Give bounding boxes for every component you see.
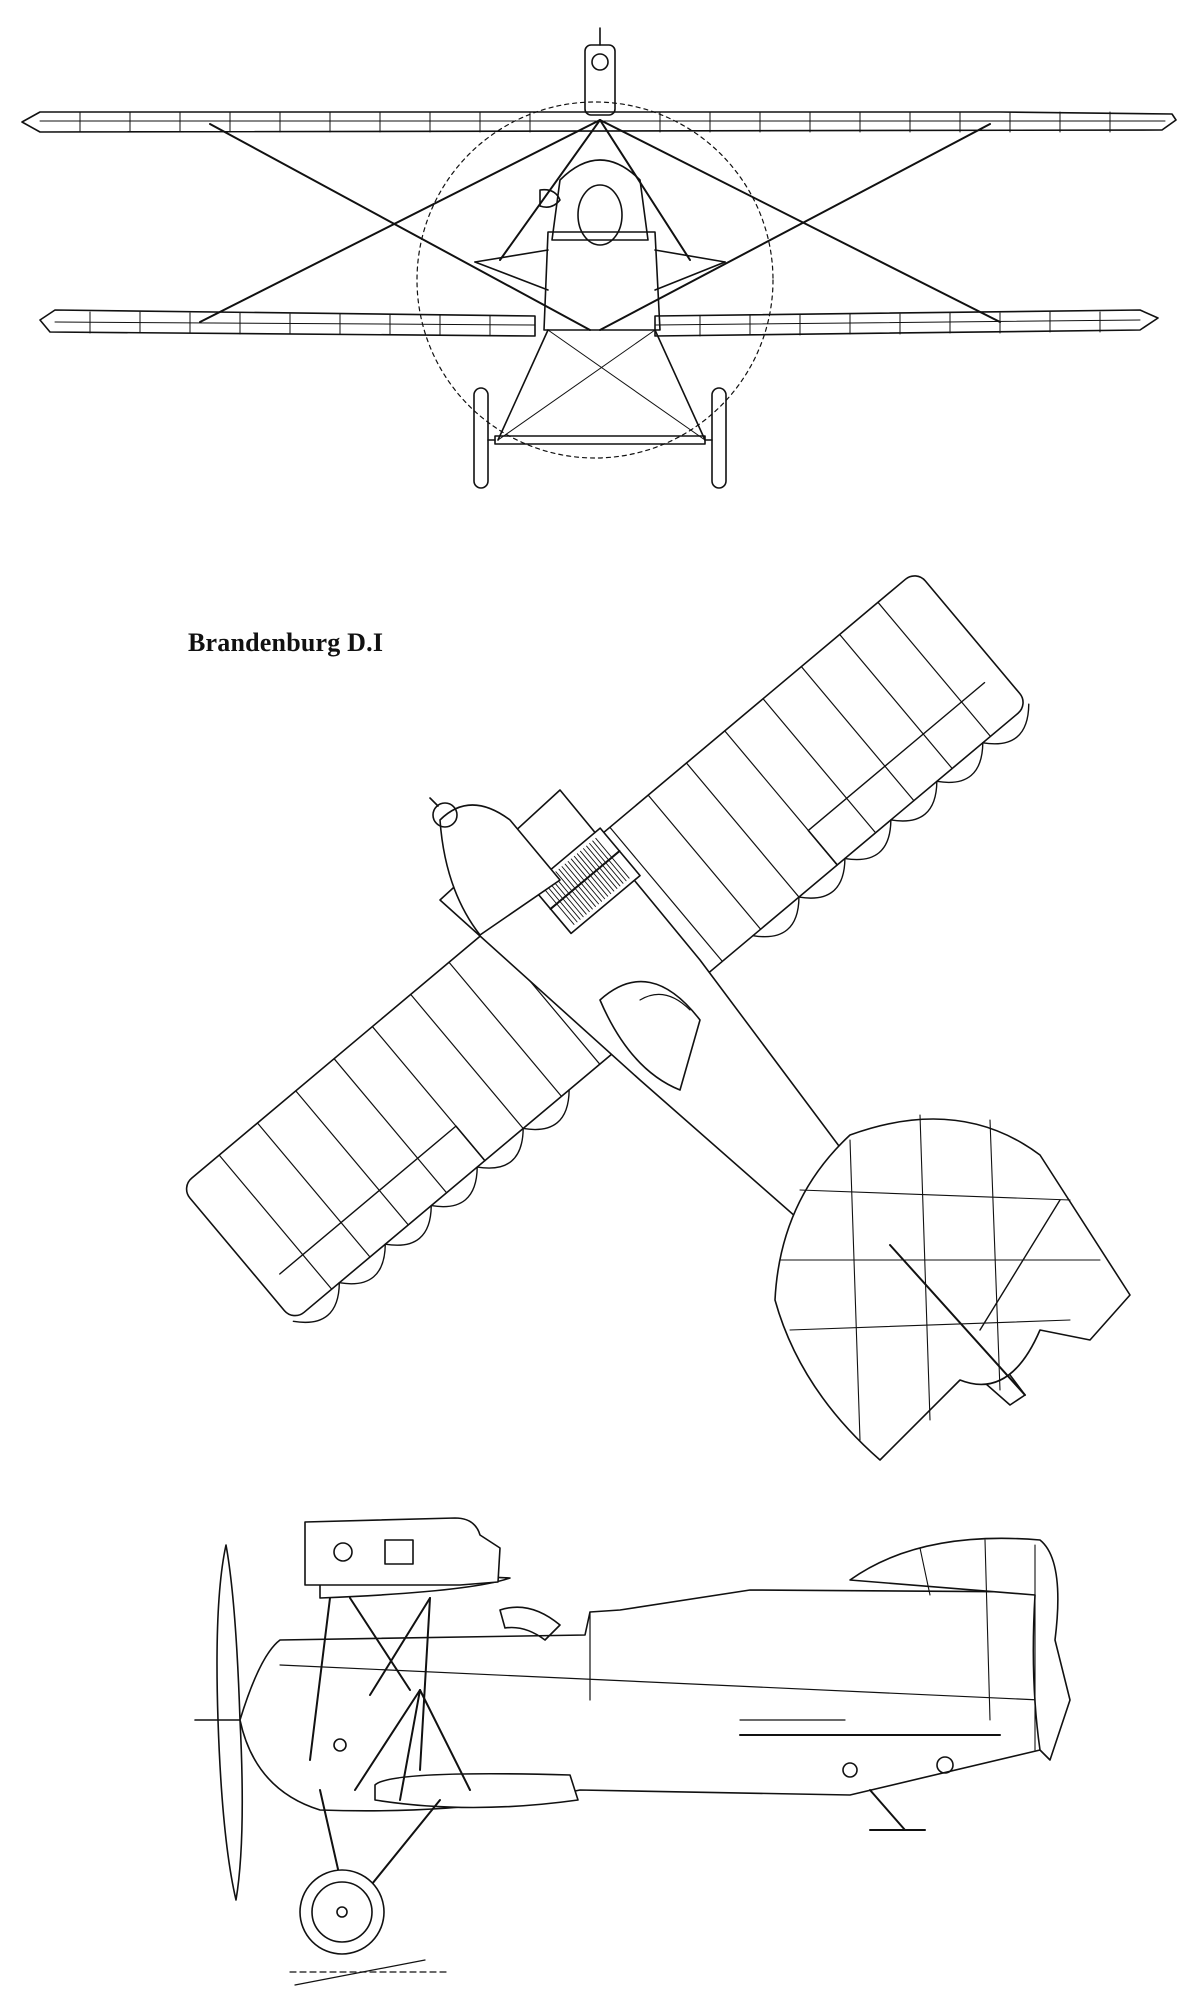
side-fuselage [239, 1589, 1051, 1812]
front-right-wheel [711, 387, 727, 489]
side-fin [849, 1537, 1071, 1761]
top-cockpit [599, 980, 701, 1091]
front-left-wheel [473, 387, 489, 489]
drawing-title: Brandenburg D.I [188, 628, 384, 657]
top-nose [439, 804, 561, 936]
front-lower-wing [39, 309, 536, 337]
upper-wing-ribs [79, 111, 1111, 133]
side-propeller [216, 1544, 244, 1901]
side-lower-wing [374, 1772, 579, 1809]
front-view [21, 27, 1177, 489]
side-engine [304, 1517, 501, 1586]
side-cabane [309, 1597, 471, 1801]
lower-wing-ribs [89, 311, 1101, 337]
front-undercarriage [473, 329, 727, 489]
top-view [185, 575, 1131, 1461]
top-tailplane [774, 1114, 1131, 1461]
propeller-disc [416, 101, 774, 459]
side-undercarriage [289, 1789, 451, 1986]
side-view [194, 1517, 1071, 1986]
front-star-struts [199, 119, 1001, 331]
front-fuselage [543, 231, 661, 331]
front-upper-wing [21, 111, 1177, 133]
